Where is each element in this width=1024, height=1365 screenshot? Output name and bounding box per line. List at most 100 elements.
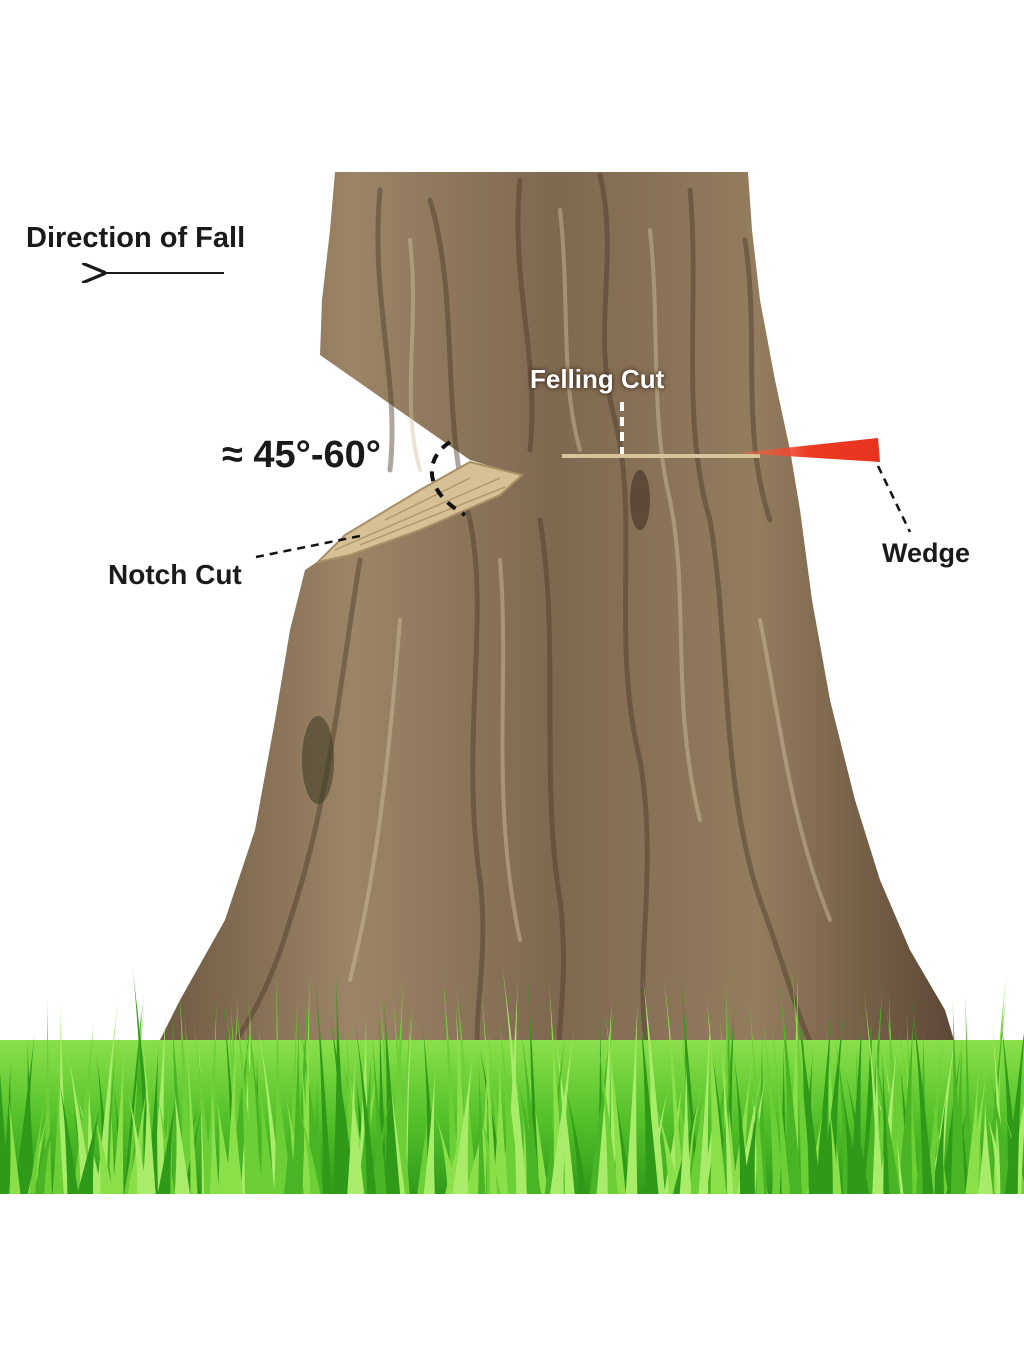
grass-blade bbox=[209, 1077, 219, 1194]
grass-blade bbox=[828, 1097, 840, 1194]
grass-blade bbox=[151, 1007, 167, 1194]
grass-blade bbox=[329, 1009, 356, 1194]
grass-blade bbox=[625, 1001, 638, 1194]
grass-blade bbox=[235, 993, 255, 1194]
grass-blade bbox=[127, 1089, 148, 1194]
grass-blade bbox=[682, 1032, 697, 1194]
grass bbox=[0, 965, 1024, 1194]
grass-blade bbox=[216, 1096, 234, 1194]
grass-blade bbox=[720, 1048, 734, 1194]
grass-blade bbox=[741, 1097, 760, 1194]
notch-grain bbox=[334, 477, 506, 551]
grass-blade bbox=[136, 1001, 147, 1194]
grass-blade bbox=[455, 984, 477, 1194]
grass-blade bbox=[845, 1072, 870, 1194]
grass-blade bbox=[287, 996, 298, 1194]
grass-blade bbox=[371, 1034, 387, 1194]
grass-blade bbox=[32, 1108, 58, 1194]
grass-blade bbox=[1004, 1032, 1024, 1194]
direction-of-fall-label: Direction of Fall bbox=[26, 222, 246, 254]
grass-blade bbox=[687, 1073, 708, 1194]
tree-trunk bbox=[150, 172, 960, 1063]
grass-blade bbox=[638, 1002, 659, 1194]
felling-cut-label: Felling Cut bbox=[530, 364, 665, 394]
grass-blade bbox=[897, 1012, 914, 1194]
grass-blade bbox=[679, 1060, 692, 1194]
grass-blade bbox=[173, 1085, 191, 1194]
grass-blade bbox=[749, 1002, 765, 1194]
grass-blade bbox=[59, 1080, 79, 1194]
grass-blade bbox=[984, 974, 1007, 1194]
angle-range-label: ≈ 45°-60° bbox=[222, 434, 381, 476]
grass-blade bbox=[157, 1093, 177, 1194]
grass-blade bbox=[731, 1054, 754, 1194]
grass-blade bbox=[565, 1086, 587, 1194]
notch-cut-label: Notch Cut bbox=[108, 559, 242, 590]
grass-blade bbox=[978, 1098, 994, 1194]
grass-blade bbox=[820, 1003, 846, 1194]
grass-blade bbox=[989, 1074, 1015, 1194]
grass-blade bbox=[965, 1064, 980, 1194]
grass-blade bbox=[698, 1019, 711, 1194]
grass-blade bbox=[680, 974, 700, 1194]
notch-cut-wood bbox=[314, 460, 525, 564]
grass-blade bbox=[248, 1021, 266, 1194]
grass-blade bbox=[985, 994, 1007, 1194]
grass-blade bbox=[878, 1042, 898, 1194]
grass-blade bbox=[925, 1033, 944, 1194]
angle-arc bbox=[429, 440, 467, 517]
grass-blade bbox=[67, 1051, 93, 1194]
grass-blade bbox=[52, 1075, 64, 1194]
grass-blade bbox=[302, 971, 310, 1194]
grass-blade bbox=[771, 1025, 791, 1194]
notch-cut-leader bbox=[255, 533, 366, 559]
grass-blade bbox=[7, 1094, 21, 1194]
grass-blade bbox=[43, 998, 52, 1194]
grass-blade bbox=[388, 978, 404, 1194]
grass-blade bbox=[525, 1050, 549, 1194]
wedge-shape bbox=[738, 438, 880, 462]
grass-blade bbox=[77, 1105, 101, 1194]
grass-blade bbox=[274, 969, 283, 1194]
grass-blade bbox=[701, 1096, 717, 1194]
grass-blade bbox=[297, 1104, 321, 1194]
grass-blade bbox=[772, 1082, 786, 1194]
grass-blade bbox=[615, 1096, 632, 1194]
grass-blade bbox=[863, 980, 884, 1194]
grass-blade bbox=[93, 1111, 114, 1194]
grass-blade bbox=[502, 965, 527, 1194]
grass-blade bbox=[142, 1039, 156, 1194]
grass-blade bbox=[505, 978, 518, 1194]
grass-blade bbox=[434, 1111, 459, 1194]
grass-blade bbox=[332, 974, 349, 1194]
grass-blade bbox=[663, 976, 684, 1194]
grass-blade bbox=[520, 1026, 541, 1194]
grass-blade bbox=[550, 1030, 575, 1194]
grass-blade bbox=[796, 1003, 822, 1194]
grass-blade bbox=[778, 976, 803, 1194]
grass-blade bbox=[354, 1021, 377, 1194]
grass-blade bbox=[258, 1073, 276, 1194]
grass-blade bbox=[14, 1033, 35, 1194]
grass-blade bbox=[840, 1086, 862, 1194]
grass-blade bbox=[814, 999, 833, 1194]
grass-blade bbox=[291, 1021, 303, 1194]
grass-blade bbox=[452, 1054, 473, 1194]
grass-blade bbox=[347, 1054, 357, 1194]
wedge-leader bbox=[876, 465, 912, 533]
grass-blade bbox=[597, 1039, 619, 1194]
grass-blade bbox=[184, 1016, 198, 1194]
grass-blade bbox=[492, 1052, 509, 1194]
grass-blade bbox=[112, 1040, 125, 1194]
grass-blade bbox=[23, 1039, 36, 1194]
grass-blade bbox=[171, 1012, 187, 1194]
grass-blade bbox=[417, 1067, 436, 1194]
grass-blade bbox=[465, 1111, 488, 1194]
grass-blade bbox=[881, 1049, 890, 1194]
grass-blade bbox=[931, 1096, 947, 1194]
grass-blade bbox=[228, 1080, 243, 1194]
grass-blade bbox=[733, 1052, 750, 1194]
grass-blade bbox=[605, 1014, 626, 1194]
grass-blade bbox=[1, 1060, 13, 1194]
